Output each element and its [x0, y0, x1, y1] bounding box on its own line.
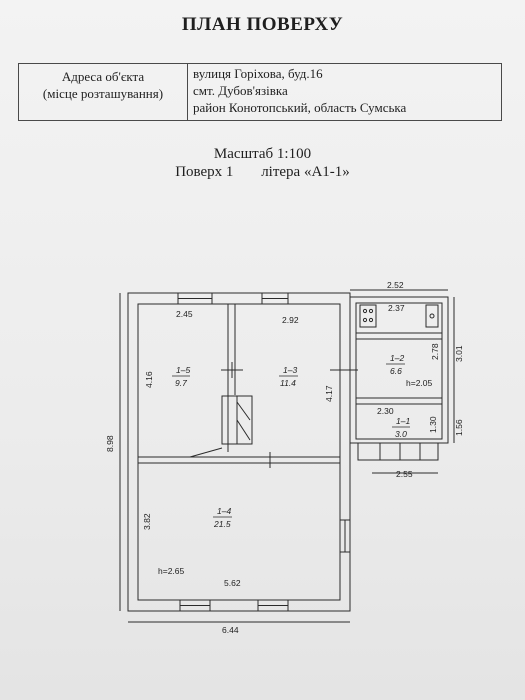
address-table: Адреса об'єкта (місце розташування) вули…: [18, 63, 502, 121]
porch: [357, 442, 439, 461]
dim-2-78: 2.78: [430, 343, 440, 360]
dim-2-30: 2.30: [377, 406, 394, 416]
address-street: вулиця Горіхова, буд.16: [193, 66, 323, 81]
height-2-05: h=2.05: [406, 378, 433, 388]
room-1-3-id: 1–3: [283, 365, 297, 375]
main-outer-wall: [127, 292, 351, 612]
floor-label: Поверх 1: [175, 164, 234, 180]
stove-burners: [359, 304, 377, 328]
room-1-4-area: 21.5: [213, 519, 231, 529]
room-1-1-id: 1–1: [396, 416, 410, 426]
litera-label: літера «А1-1»: [261, 164, 350, 180]
dim-6-44: 6.44: [222, 625, 239, 635]
dim-4-17: 4.17: [324, 385, 334, 402]
dim-2-92: 2.92: [282, 315, 299, 325]
room-1-1-area: 3.0: [395, 429, 407, 439]
room-1-3-area: 11.4: [280, 378, 296, 388]
document-title: ПЛАН ПОВЕРХУ: [181, 14, 344, 35]
room-1-2-id: 1–2: [390, 353, 404, 363]
dim-2-45: 2.45: [176, 309, 193, 319]
dim-5-62: 5.62: [224, 578, 241, 588]
address-district: район Конотопський, область Сумська: [193, 100, 407, 115]
dim-1-30: 1.30: [428, 416, 438, 433]
floor-line: Поверх 1 літера «А1-1»: [0, 164, 525, 181]
dim-1-56: 1.56: [454, 419, 464, 436]
dim-4-16: 4.16: [144, 371, 154, 388]
scale-label: Масштаб 1:100: [213, 146, 312, 162]
room-1-4-id: 1–4: [217, 506, 231, 516]
room-1-5-area: 9.7: [175, 378, 187, 388]
dim-2-55: 2.55: [396, 469, 413, 479]
address-label-line2: (місце розташування): [42, 86, 164, 101]
dim-3-82: 3.82: [142, 513, 152, 530]
room-1-5-id: 1–5: [176, 365, 190, 375]
dim-2-52: 2.52: [387, 280, 404, 290]
address-settlement: смт. Дубов'язівка: [193, 83, 288, 98]
sink: [425, 304, 439, 328]
dim-2-37: 2.37: [388, 303, 405, 313]
address-label-line1: Адреса об'єкта: [61, 69, 145, 84]
room-1-2-area: 6.6: [390, 366, 402, 376]
main-inner-wall: [137, 303, 341, 601]
dim-8-98: 8.98: [105, 435, 115, 452]
dim-3-01: 3.01: [454, 345, 464, 362]
height-2-65: h=2.65: [158, 566, 185, 576]
address-value-cell: вулиця Горіхова, буд.16 смт. Дубов'язівк…: [187, 63, 502, 121]
